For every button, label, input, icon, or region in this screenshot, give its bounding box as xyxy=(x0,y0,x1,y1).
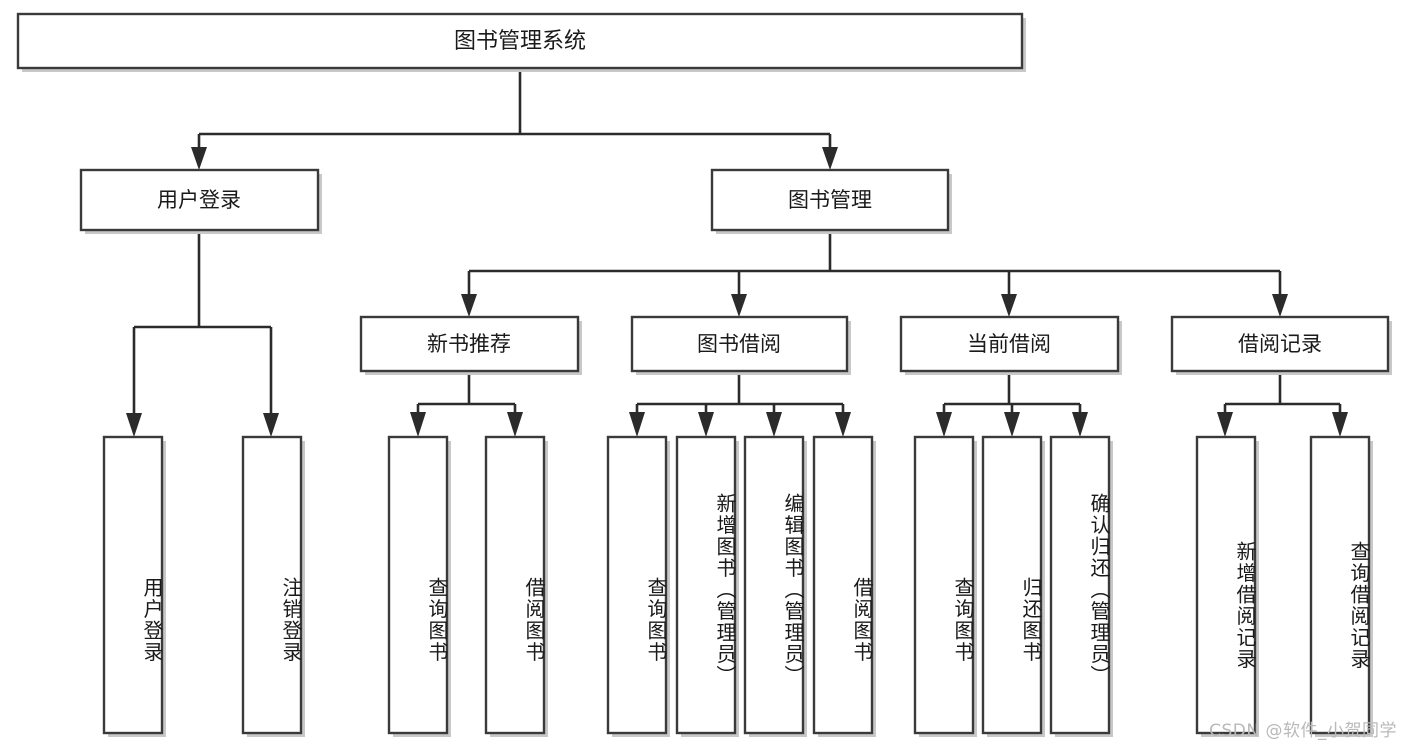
leaf-user-login[interactable] xyxy=(102,435,166,737)
leaf-record-query[interactable] xyxy=(1309,435,1373,737)
leaf-borrow-edit-book[interactable] xyxy=(743,435,807,737)
arrow-to-leaf-record-add xyxy=(1217,412,1233,437)
node-user-login-label: 用户登录 xyxy=(157,188,241,212)
leaf-current-return-book-box xyxy=(981,435,1043,735)
arrow-to-current-borrow xyxy=(1001,294,1017,317)
leaf-current-confirm-return-box xyxy=(1049,435,1111,735)
node-user-login[interactable]: 用户登录 xyxy=(79,168,322,234)
leaf-logout-box xyxy=(241,435,303,735)
leaf-recommend-borrow-book[interactable] xyxy=(484,435,548,737)
arrow-to-leaf-borrow-add xyxy=(698,412,714,437)
leaf-current-query-book-box xyxy=(913,435,975,735)
leaf-borrow-lend-book-box xyxy=(812,435,874,735)
leaf-borrow-add-book[interactable] xyxy=(675,435,739,737)
arrow-to-borrow-record xyxy=(1272,294,1288,317)
leaf-recommend-borrow-book-box xyxy=(484,435,546,735)
arrow-to-leaf-user-login xyxy=(126,413,142,437)
leaf-borrow-query-book-box xyxy=(606,435,668,735)
leaf-user-login-box xyxy=(102,435,164,735)
node-layer: 图书管理系统 用户登录 图书管理 新书推荐 xyxy=(16,12,1392,737)
watermark-text: CSDN @软件_小贺同学 xyxy=(1209,721,1397,741)
node-book-management-box xyxy=(710,168,950,232)
arrow-to-leaf-recommend-borrow xyxy=(507,412,523,437)
connector-layer xyxy=(126,68,1348,437)
node-book-borrow[interactable]: 图书借阅 xyxy=(630,315,851,375)
arrow-to-user-login xyxy=(191,147,207,170)
arrow-to-leaf-current-query xyxy=(936,412,952,437)
arrow-to-leaf-borrow-lend xyxy=(835,412,851,437)
arrow-to-book-mgmt xyxy=(822,147,838,170)
arrow-to-leaf-recommend-query xyxy=(410,412,426,437)
leaf-current-return-book[interactable] xyxy=(981,435,1045,737)
arrow-to-leaf-record-query xyxy=(1332,412,1348,437)
leaf-borrow-add-book-box xyxy=(675,435,737,735)
arrow-to-leaf-borrow-query xyxy=(629,412,645,437)
node-current-borrow[interactable]: 当前借阅 xyxy=(899,315,1122,375)
leaf-logout[interactable] xyxy=(241,435,305,737)
leaf-record-add-box xyxy=(1195,435,1257,735)
arrow-to-leaf-logout xyxy=(263,413,279,437)
leaf-current-query-book[interactable] xyxy=(913,435,977,737)
leaf-borrow-edit-book-box xyxy=(743,435,805,735)
node-root-box xyxy=(16,12,1024,70)
node-borrow-record[interactable]: 借阅记录 xyxy=(1170,315,1392,375)
node-book-management-label: 图书管理 xyxy=(788,188,872,212)
node-root-label: 图书管理系统 xyxy=(454,29,586,54)
leaf-record-add[interactable] xyxy=(1195,435,1259,737)
arrow-to-leaf-current-confirm xyxy=(1072,412,1088,437)
arrow-to-book-borrow xyxy=(731,294,747,317)
arrow-to-leaf-borrow-edit xyxy=(766,412,782,437)
node-new-book-recommend[interactable]: 新书推荐 xyxy=(359,315,582,375)
arrow-to-leaf-current-return xyxy=(1004,412,1020,437)
leaf-current-confirm-return[interactable] xyxy=(1049,435,1113,737)
node-borrow-record-box xyxy=(1170,315,1390,373)
node-book-management[interactable]: 图书管理 xyxy=(710,168,952,234)
node-current-borrow-label: 当前借阅 xyxy=(967,332,1051,356)
leaf-recommend-query-book[interactable] xyxy=(387,435,451,737)
node-root[interactable]: 图书管理系统 xyxy=(16,12,1026,72)
node-book-borrow-box xyxy=(630,315,849,373)
node-current-borrow-box xyxy=(899,315,1120,373)
node-new-book-recommend-label: 新书推荐 xyxy=(427,332,511,356)
leaf-recommend-query-book-box xyxy=(387,435,449,735)
node-borrow-record-label: 借阅记录 xyxy=(1238,332,1322,356)
node-book-borrow-label: 图书借阅 xyxy=(697,332,781,356)
leaf-borrow-lend-book[interactable] xyxy=(812,435,876,737)
leaf-borrow-query-book[interactable] xyxy=(606,435,670,737)
node-user-login-box xyxy=(79,168,320,232)
node-new-book-recommend-box xyxy=(359,315,580,373)
leaf-record-query-box xyxy=(1309,435,1371,735)
arrow-to-new-book-recommend xyxy=(461,294,477,317)
